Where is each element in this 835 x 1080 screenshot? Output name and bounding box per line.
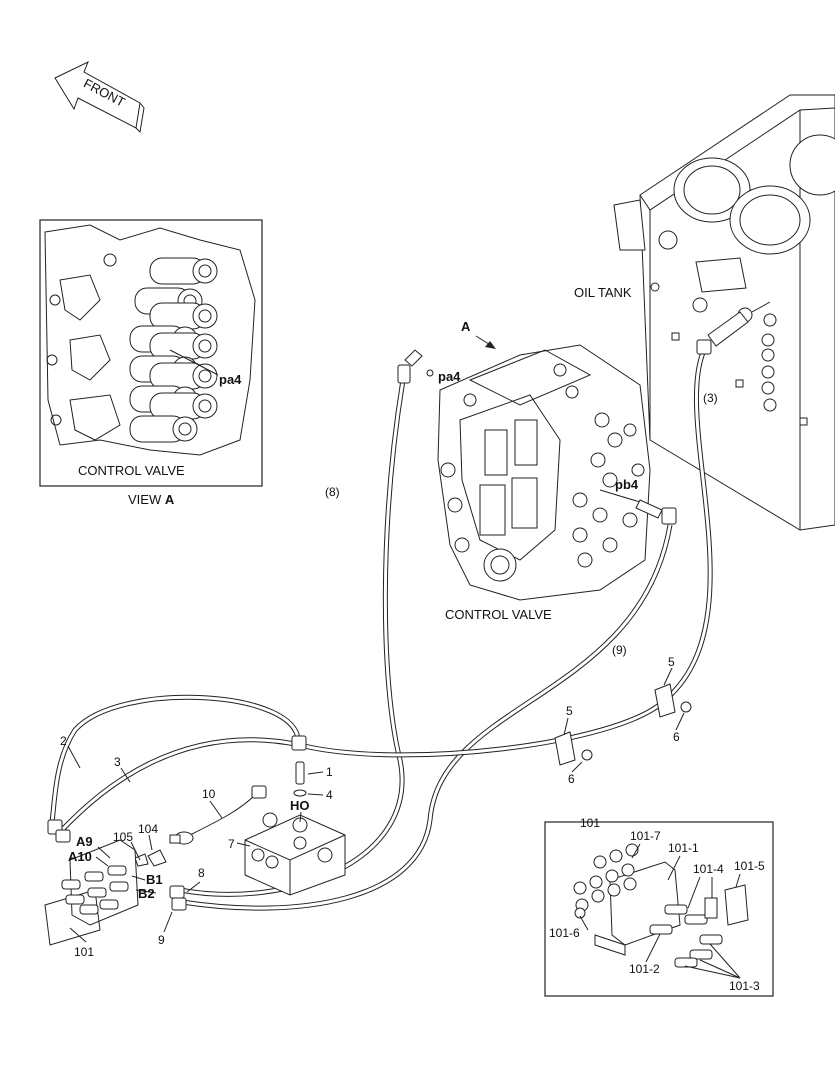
oil-tank-label: OIL TANK xyxy=(574,285,632,300)
label-101-7: 101-7 xyxy=(630,829,661,843)
inset-caption: CONTROL VALVE xyxy=(78,463,185,478)
control-valve-label: CONTROL VALVE xyxy=(445,607,552,622)
front-arrow: FRONT xyxy=(54,60,145,134)
callout-4: 4 xyxy=(326,788,333,802)
callout-9: 9 xyxy=(158,933,165,947)
label-101-5: 101-5 xyxy=(734,859,765,873)
part-104-105 xyxy=(134,849,167,867)
callout-5a: 5 xyxy=(566,704,573,718)
callout-7: 7 xyxy=(228,837,235,851)
callout-1: 1 xyxy=(326,765,333,779)
hose-8-label: (8) xyxy=(325,485,340,499)
callout-10: 10 xyxy=(202,787,216,801)
callout-8: 8 xyxy=(198,866,205,880)
view-a-arrowhead xyxy=(485,341,496,349)
inset-valve-drawing xyxy=(44,224,256,456)
port-ho-label: HO xyxy=(290,798,310,813)
main-control-valve xyxy=(437,344,651,601)
inset-101-plugs xyxy=(573,843,639,919)
pressure-switch-10 xyxy=(169,785,267,845)
hose-8 xyxy=(179,379,406,897)
label-101-6: 101-6 xyxy=(549,926,580,940)
port-pa4-marker xyxy=(426,369,434,377)
hose-3-label: (3) xyxy=(703,391,718,405)
label-101-4: 101-4 xyxy=(693,862,724,876)
callout-6b: 6 xyxy=(673,730,680,744)
callout-leaders xyxy=(67,667,685,943)
callout-3: 3 xyxy=(114,755,121,769)
callout-5b: 5 xyxy=(668,655,675,669)
port-a10-label: A10 xyxy=(68,849,92,864)
callout-105: 105 xyxy=(113,830,133,844)
inset-view-a-frame xyxy=(39,219,263,487)
inset-101-frame xyxy=(544,821,774,997)
label-101-3: 101-3 xyxy=(729,979,760,993)
oil-tank xyxy=(613,94,835,531)
view-a-marker: A xyxy=(461,319,471,334)
callout-2: 2 xyxy=(60,734,67,748)
view-a-caption: VIEW A xyxy=(128,492,175,507)
callout-101: 101 xyxy=(74,945,94,959)
inset-101-title: 101 xyxy=(580,816,600,830)
port-pa4-label: pa4 xyxy=(438,369,461,384)
inset-101: 101 101-7 101-1 101-4 101-5 101-6 101-2 … xyxy=(544,816,774,997)
port-b1-label: B1 xyxy=(146,872,163,887)
port-a9-label: A9 xyxy=(76,834,93,849)
port-b2-label: B2 xyxy=(138,886,155,901)
callout-104: 104 xyxy=(138,822,158,836)
callout-6a: 6 xyxy=(568,772,575,786)
port-pb4-label: pb4 xyxy=(615,477,639,492)
label-101-1: 101-1 xyxy=(668,841,699,855)
pilot-valve-7 xyxy=(244,812,346,896)
label-101-2: 101-2 xyxy=(629,962,660,976)
hose-fittings xyxy=(47,339,712,911)
inset-port-pa4-label: pa4 xyxy=(219,372,242,387)
inset-101-fittings xyxy=(649,884,749,968)
valve-block-101 xyxy=(44,839,139,946)
hose-9-label: (9) xyxy=(612,643,627,657)
inset-view-a: pa4 CONTROL VALVE xyxy=(39,219,263,487)
